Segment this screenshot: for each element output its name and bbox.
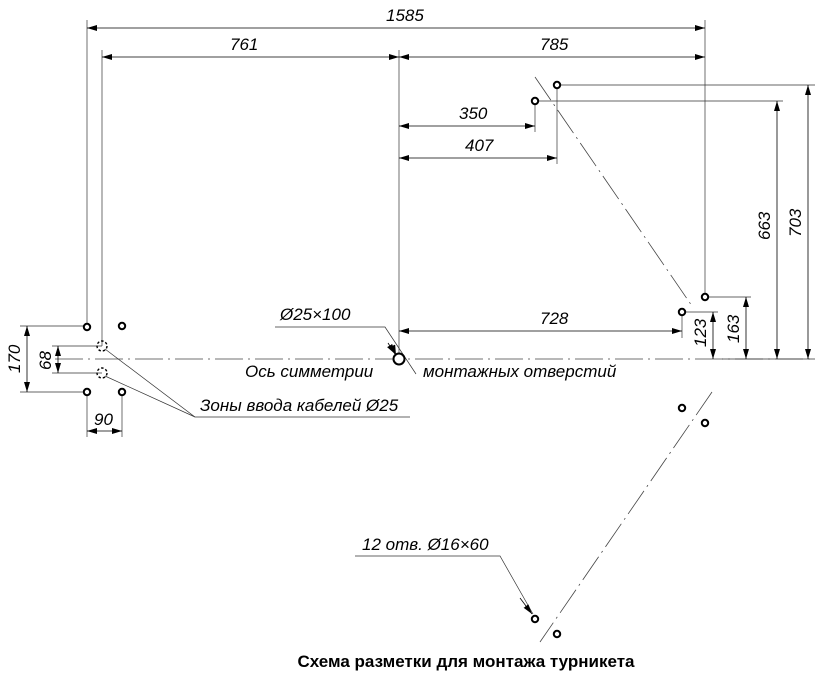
dim-left-holes-width: 90 bbox=[94, 410, 113, 429]
dimension-lines bbox=[24, 25, 811, 434]
cable-zones-label: Зоны ввода кабелей Ø25 bbox=[200, 396, 399, 415]
mounting-hole bbox=[677, 403, 687, 413]
mounting-hole bbox=[82, 387, 92, 397]
dim-center-to-right: 785 bbox=[540, 35, 569, 54]
mounting-hole bbox=[552, 80, 562, 90]
dim-height-outer-top: 703 bbox=[786, 208, 805, 237]
cable-zone bbox=[96, 340, 108, 352]
extension-lines bbox=[20, 20, 815, 437]
diagram-title: Схема разметки для монтажа турникета bbox=[297, 652, 635, 671]
dim-right-inner-offset: 728 bbox=[540, 309, 569, 328]
axis-label-2: монтажных отверстий bbox=[423, 362, 617, 381]
mounting-hole bbox=[552, 629, 562, 639]
mounting-hole bbox=[117, 321, 127, 331]
dim-left-to-center: 761 bbox=[230, 35, 258, 54]
dim-overall-width: 1585 bbox=[386, 6, 424, 25]
dim-height-inner-top: 663 bbox=[755, 211, 774, 240]
dim-top-outer-offset: 407 bbox=[465, 136, 494, 155]
center-hole-label: Ø25×100 bbox=[279, 305, 351, 324]
mounting-hole bbox=[82, 322, 92, 332]
axis-label-1: Ось симметрии bbox=[245, 362, 374, 381]
mounting-hole bbox=[117, 387, 127, 397]
mount-holes-label: 12 отв. Ø16×60 bbox=[362, 535, 489, 554]
dim-height-inner-right: 123 bbox=[691, 318, 710, 347]
mounting-holes bbox=[82, 80, 710, 639]
mounting-hole bbox=[700, 418, 710, 428]
dim-left-holes-span: 170 bbox=[5, 344, 24, 373]
dim-height-outer-right: 163 bbox=[724, 314, 743, 343]
diagonal-axis-lower bbox=[539, 391, 713, 643]
diagonal-axis-upper bbox=[534, 76, 693, 307]
cable-zone bbox=[96, 367, 108, 379]
dim-cable-zones-span: 68 bbox=[36, 351, 55, 370]
mounting-hole bbox=[700, 292, 710, 302]
leader-lines bbox=[104, 326, 534, 615]
mounting-hole bbox=[530, 614, 540, 624]
mounting-hole bbox=[530, 96, 540, 106]
mounting-hole bbox=[677, 307, 687, 317]
center-hole bbox=[392, 352, 406, 366]
dim-top-inner-offset: 350 bbox=[459, 104, 488, 123]
